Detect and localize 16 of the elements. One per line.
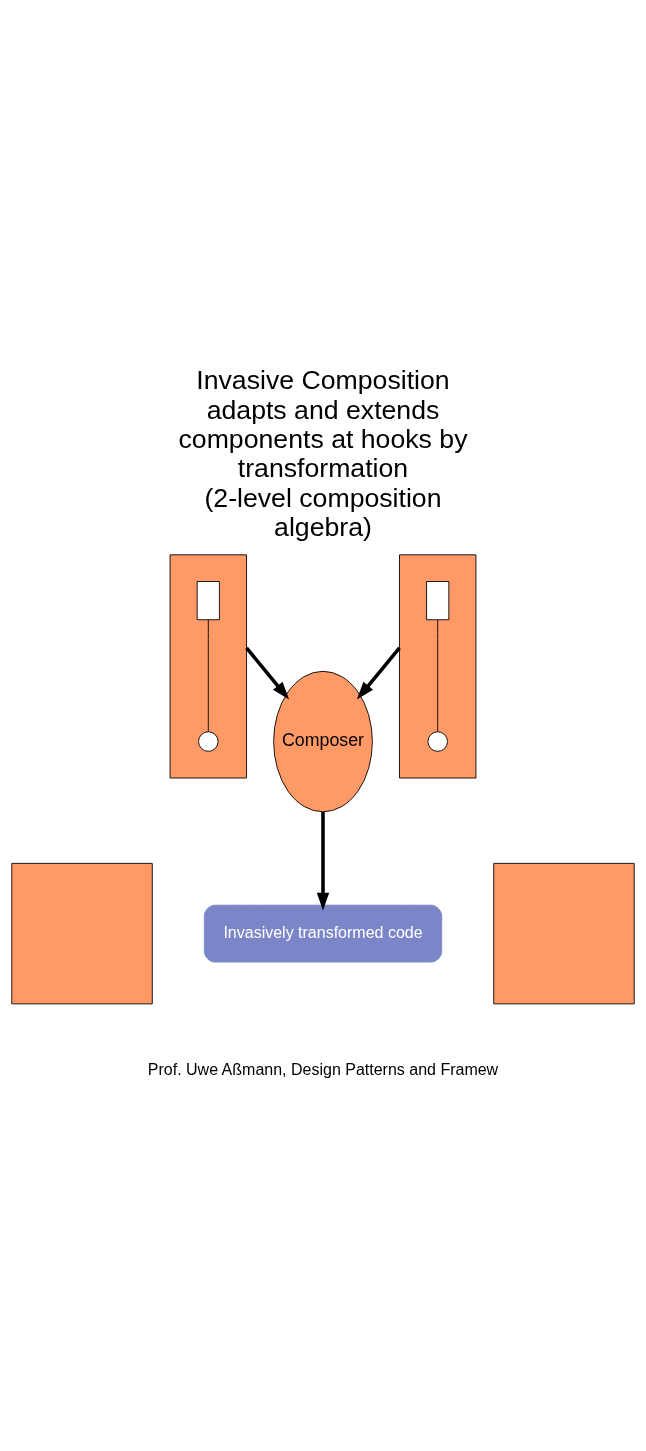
node-box	[11, 862, 153, 1004]
diagram-title: Invasive Composition adapts and extends components at hooks by transformation (2-level composition algebra)	[178, 364, 468, 542]
node-box	[196, 580, 220, 620]
arrow	[316, 811, 330, 910]
node-box: Invasively transformed code	[203, 904, 443, 962]
node-box	[426, 580, 450, 620]
cluster	[399, 553, 477, 778]
connector	[437, 619, 439, 732]
node-circle	[427, 730, 448, 752]
node-box	[493, 862, 635, 1004]
node-circle	[198, 730, 219, 752]
connector	[207, 619, 209, 732]
arrow	[356, 646, 401, 700]
label: Prof. Uwe Aßmann, Design Patterns and Framew	[147, 1060, 499, 1078]
arrow	[245, 646, 290, 700]
cluster	[169, 553, 247, 778]
